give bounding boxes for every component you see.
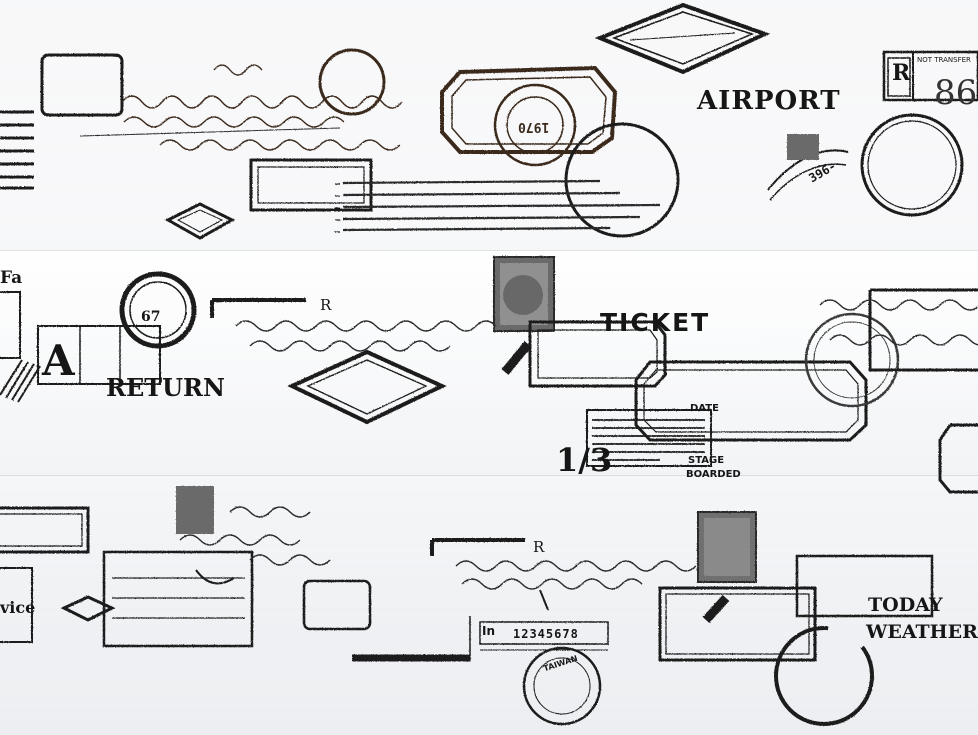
handwriting-middle (235, 299, 978, 352)
octagon-right (938, 423, 978, 494)
vice-ticket (0, 567, 33, 643)
ticket-frame (249, 158, 373, 212)
route-frame-bottom (658, 586, 817, 662)
not-transferable-label: NOT TRANSFER (917, 56, 971, 64)
taiwan-postmark (522, 646, 602, 726)
airport-stamp: AIRPORT (697, 86, 841, 116)
diamond-frame (594, 2, 771, 75)
number-strip (479, 621, 609, 645)
hatch-lines (0, 359, 41, 403)
fa-ticket (0, 291, 21, 359)
left-rule-lines (0, 110, 34, 190)
letter-a: A (42, 336, 75, 385)
fa-label: Fa (0, 268, 23, 288)
printed-text-dots (335, 183, 340, 233)
today-stamp: TODAY (868, 594, 943, 616)
city-postmark (860, 113, 964, 217)
of-postmark (564, 122, 680, 238)
bracket-r-bottom (430, 538, 525, 556)
handwriting-bottom (179, 506, 697, 590)
rounded-frame-bottom (302, 579, 372, 631)
label-frame (40, 53, 124, 117)
registered-label (882, 50, 978, 102)
letter-r-bottom: R (533, 538, 545, 556)
shilling-ticket (37, 325, 161, 385)
printed-ticket-block (586, 409, 712, 467)
right-frame-mid (868, 288, 978, 372)
faded-postmark (804, 312, 900, 408)
weather-stamp: WEATHER (866, 621, 978, 643)
in-label: In (482, 624, 496, 638)
printed-text-block (342, 179, 661, 232)
stage-label: STAGE (688, 455, 725, 466)
letter-r-middle: R (320, 296, 332, 314)
mini-stamp (787, 134, 819, 160)
octagon-frame (440, 65, 618, 154)
date-postmark (493, 83, 577, 167)
label-frame-left (0, 506, 90, 554)
stamp-67: 67 (141, 309, 161, 325)
diamond-small-bottom (60, 595, 116, 622)
slash-stroke (501, 341, 532, 375)
handwriting-top (121, 64, 403, 151)
year-postmark: 1970 (518, 119, 550, 134)
today-frame (795, 554, 934, 618)
vice-label: vice (0, 598, 36, 617)
stamp-67-ring (119, 271, 197, 349)
tape-strip-top (0, 0, 978, 250)
ticket-stamp: TICKET (600, 308, 711, 337)
return-stamp: RETURN (106, 373, 225, 402)
route-frame-1 (528, 320, 667, 388)
gray-stamp-small (176, 486, 214, 534)
lined-card (102, 550, 254, 648)
number-sequence: 12345678 (513, 627, 579, 641)
round-postmark (318, 48, 386, 116)
letter-r-top: R (892, 60, 911, 86)
open-ring (774, 626, 874, 726)
route-frame-2 (634, 360, 868, 442)
boarded-label: BOARDED (686, 469, 741, 480)
fraction-stamp: 1/3 (556, 441, 613, 479)
date-label: DATE (690, 403, 719, 414)
small-diamond (164, 202, 236, 240)
registered-number: 86 (934, 73, 978, 113)
large-diamond (287, 349, 447, 425)
